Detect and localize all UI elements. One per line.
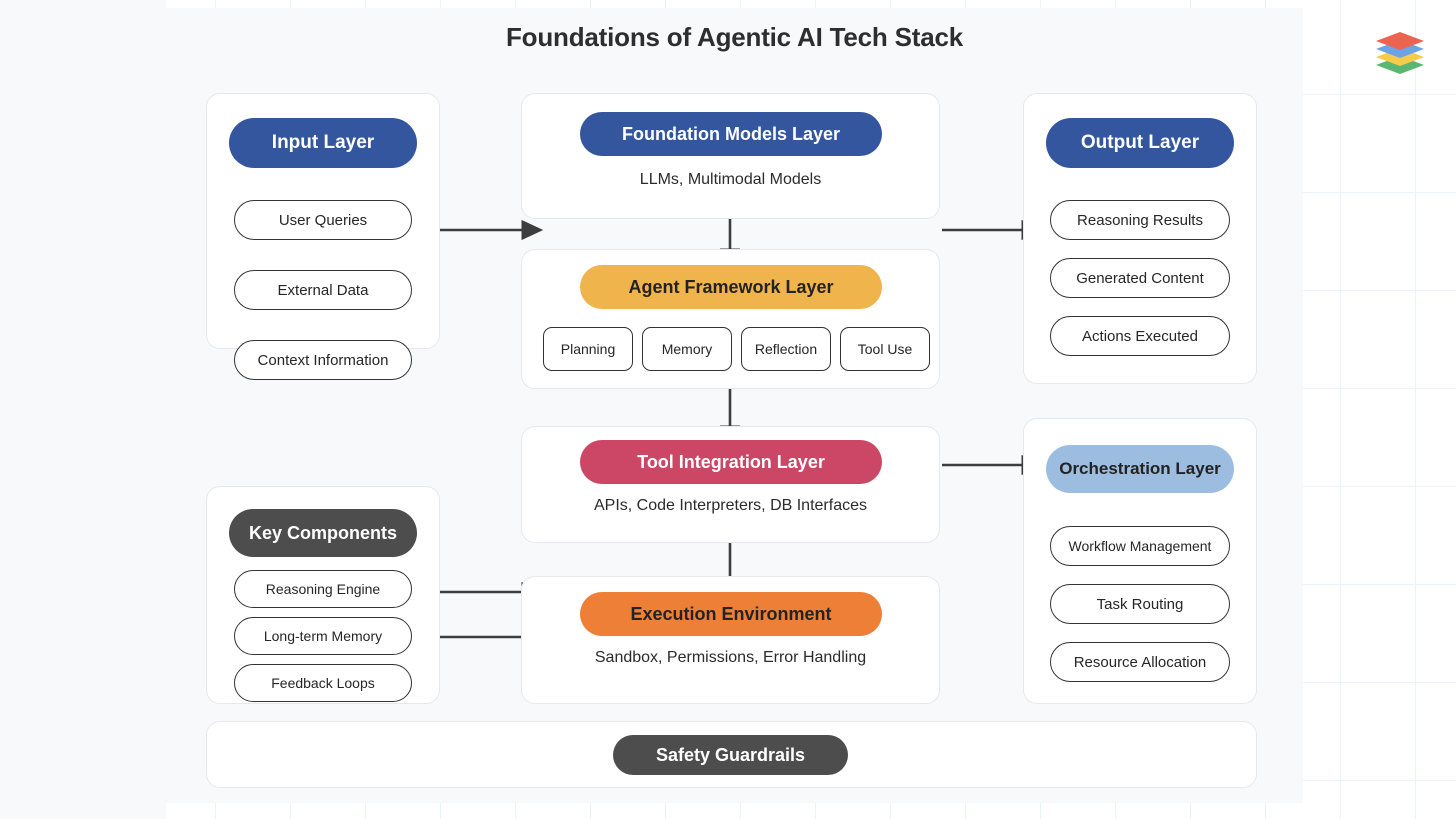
agent-framework-layer-header-label: Agent Framework Layer (628, 276, 834, 297)
agent-capability-planning[interactable]: Planning (543, 327, 633, 371)
input-layer-header[interactable]: Input Layer (229, 118, 417, 168)
key-component-feedback-loops[interactable]: Feedback Loops (234, 664, 412, 702)
key-component-label: Feedback Loops (271, 675, 375, 691)
tool-integration-layer-header[interactable]: Tool Integration Layer (580, 440, 882, 484)
orchestration-item-label: Task Routing (1096, 595, 1184, 613)
execution-environment-description: Sandbox, Permissions, Error Handling (594, 649, 867, 666)
key-component-long-term-memory[interactable]: Long-term Memory (234, 617, 412, 655)
orchestration-layer-header-label: Orchestration Layer (1059, 459, 1221, 478)
output-item-actions-executed[interactable]: Actions Executed (1050, 316, 1230, 356)
orchestration-item-resource-allocation[interactable]: Resource Allocation (1050, 642, 1230, 682)
output-layer-header-label: Output Layer (1080, 132, 1200, 153)
input-item-label: External Data (277, 281, 369, 299)
orchestration-layer-header[interactable]: Orchestration Layer (1046, 445, 1234, 493)
input-item-context-information[interactable]: Context Information (234, 340, 412, 380)
input-item-user-queries[interactable]: User Queries (234, 200, 412, 240)
foundation-models-layer-header[interactable]: Foundation Models Layer (580, 112, 882, 156)
output-item-label: Generated Content (1076, 269, 1204, 287)
output-item-label: Actions Executed (1082, 327, 1198, 345)
foundation-models-layer-description: LLMs, Multimodal Models (639, 171, 822, 188)
input-item-label: Context Information (257, 351, 389, 369)
page-background-left-gutter (0, 0, 166, 819)
agent-capability-reflection[interactable]: Reflection (741, 327, 831, 371)
execution-environment-header[interactable]: Execution Environment (580, 592, 882, 636)
agent-capability-label: Reflection (754, 341, 818, 357)
orchestration-item-label: Workflow Management (1068, 538, 1212, 554)
orchestration-item-task-routing[interactable]: Task Routing (1050, 584, 1230, 624)
orchestration-item-workflow-management[interactable]: Workflow Management (1050, 526, 1230, 566)
agent-capability-label: Planning (560, 341, 616, 357)
output-item-reasoning-results[interactable]: Reasoning Results (1050, 200, 1230, 240)
orchestration-item-label: Resource Allocation (1073, 653, 1207, 671)
agent-capability-tool-use[interactable]: Tool Use (840, 327, 930, 371)
output-layer-header[interactable]: Output Layer (1046, 118, 1234, 168)
tool-integration-layer-description: APIs, Code Interpreters, DB Interfaces (593, 497, 867, 514)
key-components-header-label: Key Components (248, 522, 398, 543)
safety-guardrails-header-label: Safety Guardrails (655, 744, 806, 765)
agent-capability-memory[interactable]: Memory (642, 327, 732, 371)
execution-environment-header-label: Execution Environment (630, 603, 832, 624)
input-layer-header-label: Input Layer (271, 132, 375, 153)
tool-integration-layer-header-label: Tool Integration Layer (637, 451, 825, 472)
input-item-label: User Queries (278, 211, 368, 229)
input-item-external-data[interactable]: External Data (234, 270, 412, 310)
stacked-layers-logo (1374, 26, 1426, 80)
agent-capability-label: Memory (661, 341, 713, 357)
agent-framework-layer-header[interactable]: Agent Framework Layer (580, 265, 882, 309)
key-component-label: Reasoning Engine (265, 581, 381, 597)
key-components-header[interactable]: Key Components (229, 509, 417, 557)
diagram-canvas: Foundations of Agentic AI Tech Stack (166, 8, 1303, 803)
output-item-label: Reasoning Results (1077, 211, 1203, 229)
page-title: Foundations of Agentic AI Tech Stack (506, 22, 963, 52)
key-component-label: Long-term Memory (263, 628, 383, 644)
agent-capability-label: Tool Use (857, 341, 913, 357)
key-component-reasoning-engine[interactable]: Reasoning Engine (234, 570, 412, 608)
safety-guardrails-header[interactable]: Safety Guardrails (613, 735, 848, 775)
foundation-models-layer-header-label: Foundation Models Layer (621, 123, 840, 144)
output-item-generated-content[interactable]: Generated Content (1050, 258, 1230, 298)
